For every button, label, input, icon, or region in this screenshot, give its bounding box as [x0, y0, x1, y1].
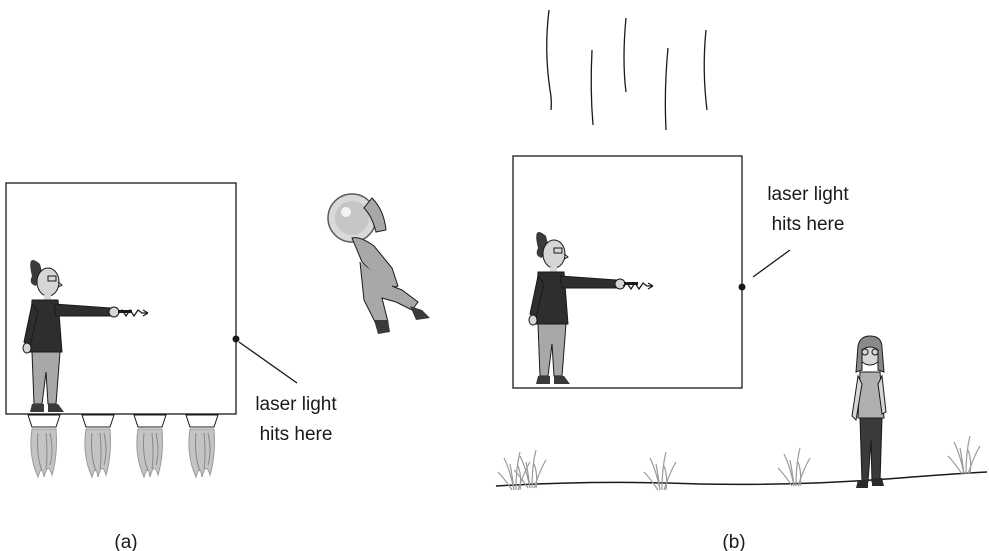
panel-b: laser light hits here (b) [495, 9, 988, 551]
panel-a: laser light hits here (a) [5, 182, 430, 551]
ground-line [495, 471, 988, 487]
room-box-b [512, 155, 743, 389]
laser-label-a-line2: hits here [260, 424, 333, 445]
falling-lines [546, 9, 708, 131]
caption-a: (a) [114, 532, 137, 551]
rocket-flames-a [27, 414, 219, 478]
observer-with-laser-a [22, 259, 133, 413]
laser-label-b-line1: laser light [767, 184, 849, 205]
caption-b: (b) [722, 532, 745, 551]
label-pointer-line-b [752, 249, 791, 278]
ground-observer [851, 335, 887, 488]
label-pointer-line-a [238, 341, 298, 384]
laser-hit-point-a [232, 335, 240, 343]
laser-hit-point-b [738, 283, 746, 291]
laser-label-a-line1: laser light [255, 394, 337, 415]
grass-tufts [497, 435, 981, 491]
floating-astronaut [327, 193, 430, 334]
laser-label-b-line2: hits here [772, 214, 845, 235]
observer-with-laser-b [528, 231, 639, 385]
rocket-box-a [5, 182, 237, 415]
